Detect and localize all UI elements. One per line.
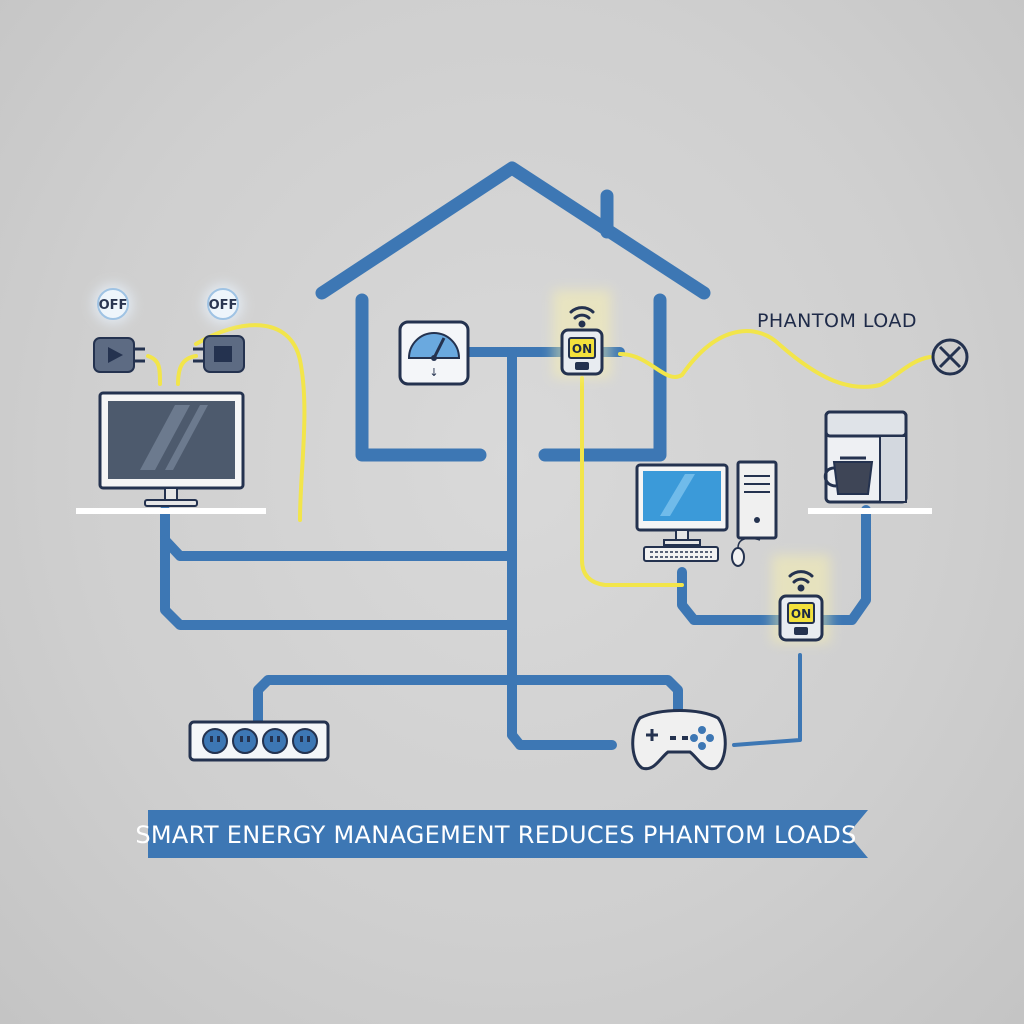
tv-shelf bbox=[76, 508, 266, 514]
energy-meter-icon: ↓ bbox=[398, 320, 470, 386]
coffee-maker-icon bbox=[823, 410, 908, 504]
power-strip-icon bbox=[188, 720, 330, 762]
plug-2-status: OFF bbox=[209, 298, 238, 313]
smart-plug-2-status: ON bbox=[791, 607, 811, 621]
desktop-computer-icon bbox=[635, 460, 778, 567]
plug-1-status: OFF bbox=[99, 298, 128, 313]
smart-plug-1-status: ON bbox=[572, 342, 592, 356]
coffee-shelf bbox=[808, 508, 932, 514]
title-banner: SMART ENERGY MANAGEMENT REDUCES PHANTOM … bbox=[135, 810, 868, 858]
banner-title: SMART ENERGY MANAGEMENT REDUCES PHANTOM … bbox=[135, 821, 856, 849]
plug-1: OFF bbox=[93, 284, 145, 373]
plug-2: OFF bbox=[193, 284, 245, 373]
wifi-icon bbox=[569, 306, 595, 328]
phantom-load-label: PHANTOM LOAD bbox=[757, 310, 917, 332]
smart-plug-1: ON bbox=[553, 290, 611, 378]
game-controller-icon bbox=[631, 709, 727, 771]
smart-plug-2: ON bbox=[772, 555, 830, 643]
phantom-load-x-icon bbox=[931, 338, 969, 376]
controller-wire bbox=[732, 653, 802, 747]
phantom-load-wiring bbox=[146, 323, 932, 587]
power-wiring bbox=[160, 347, 871, 750]
wifi-icon bbox=[788, 570, 814, 592]
tv-icon bbox=[98, 391, 245, 507]
svg-text:↓: ↓ bbox=[429, 366, 438, 379]
